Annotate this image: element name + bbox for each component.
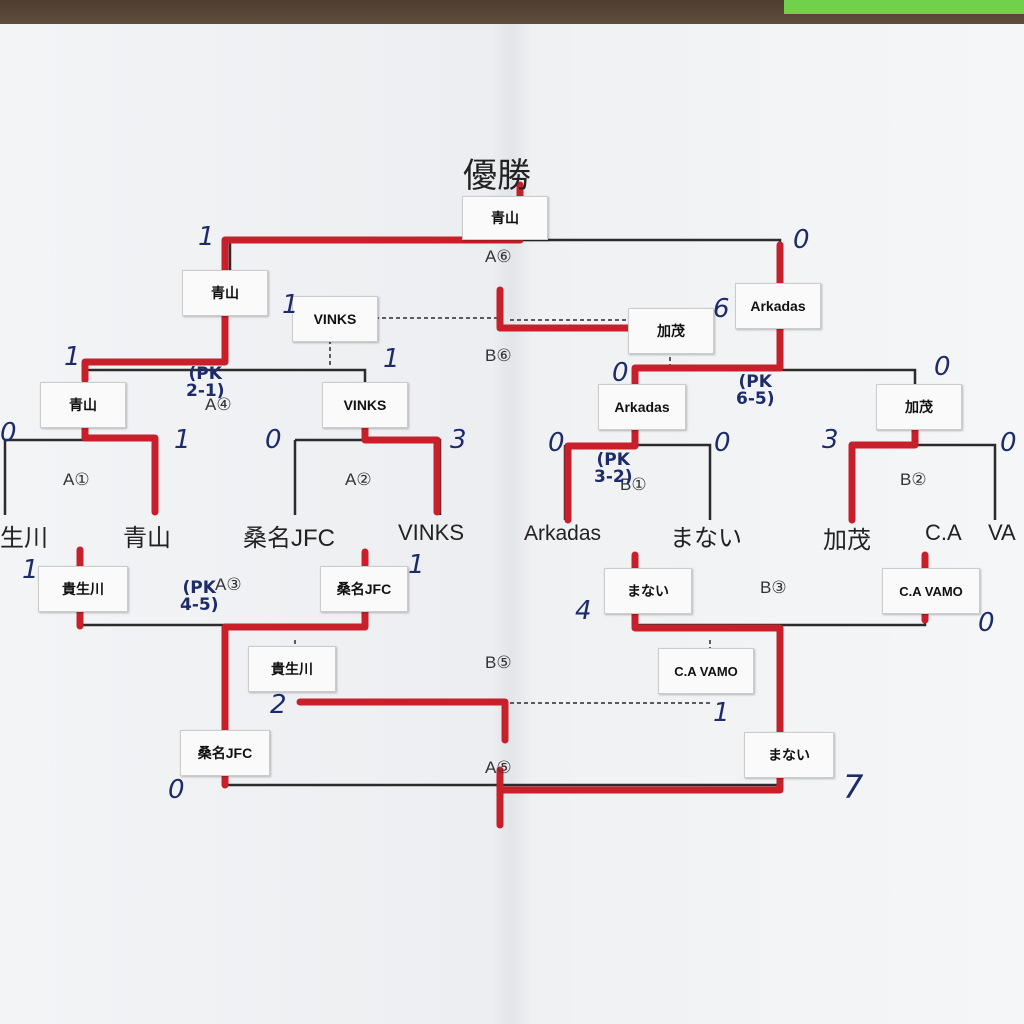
score: 1 bbox=[713, 698, 730, 728]
team-name: 桑名JFC bbox=[243, 525, 335, 552]
score: 1 bbox=[198, 222, 215, 252]
match-label-a1: A① bbox=[63, 470, 90, 489]
match-label-b5: B⑤ bbox=[485, 653, 512, 672]
match-label-a5: A⑤ bbox=[485, 758, 512, 777]
bracket-sheet bbox=[0, 24, 1024, 1024]
team-name: C.A bbox=[925, 520, 962, 545]
winner-card-b1: Arkadas bbox=[598, 384, 686, 430]
winner-card-final-left: 青山 bbox=[182, 270, 268, 316]
score: 3 bbox=[822, 425, 839, 455]
match-label-a2: A② bbox=[345, 470, 372, 489]
pk-note-b1: (PK 3-2) bbox=[594, 450, 633, 487]
winner-card-b5-left: 貴生川 bbox=[248, 646, 336, 692]
score: 6 bbox=[713, 294, 730, 324]
score: 2 bbox=[270, 690, 287, 720]
score: 0 bbox=[612, 358, 629, 388]
winner-card-third-left: VINKS bbox=[292, 296, 378, 342]
match-label-a6: A⑥ bbox=[485, 247, 512, 266]
score: 0 bbox=[265, 425, 282, 455]
score: 0 bbox=[934, 352, 951, 382]
score: 1 bbox=[383, 344, 400, 374]
winner-card-a5-right: まない bbox=[744, 732, 834, 778]
winner-card-b3-left: まない bbox=[604, 568, 692, 614]
score: 0 bbox=[1000, 428, 1017, 458]
winner-card-a4-right: VINKS bbox=[322, 382, 408, 428]
score: 1 bbox=[64, 342, 81, 372]
score: 3 bbox=[450, 425, 467, 455]
winner-card-b5-right: C.A VAMO bbox=[658, 648, 754, 694]
match-label-a3: A③ bbox=[215, 575, 242, 594]
score: 0 bbox=[168, 775, 185, 805]
team-name: まない bbox=[670, 525, 742, 552]
green-object bbox=[784, 0, 1024, 14]
score: 7 bbox=[843, 768, 864, 806]
champion-title: 優勝 bbox=[463, 156, 531, 196]
team-name: 加茂 bbox=[823, 527, 871, 554]
score: 0 bbox=[0, 418, 17, 448]
winner-card-a3-left: 貴生川 bbox=[38, 566, 128, 612]
winner-card-a4-left: 青山 bbox=[40, 382, 126, 428]
winner-card-b2: 加茂 bbox=[876, 384, 962, 430]
score: 1 bbox=[174, 425, 191, 455]
pk-note-a3: (PK 4-5) bbox=[180, 578, 219, 615]
team-name: VINKS bbox=[398, 520, 465, 545]
team-name: 生川 bbox=[0, 525, 48, 552]
team-name: Arkadas bbox=[524, 522, 602, 545]
score: 0 bbox=[548, 428, 565, 458]
pk-note-a4: (PK 2-1) bbox=[186, 364, 225, 401]
match-label-b1: B① bbox=[620, 475, 647, 494]
team-name: VA bbox=[988, 520, 1016, 545]
score: 4 bbox=[575, 596, 592, 626]
score: 1 bbox=[22, 555, 39, 585]
match-label-b3: B③ bbox=[760, 578, 787, 597]
winner-card-third-right: 加茂 bbox=[628, 308, 714, 354]
winner-card-final-right: Arkadas bbox=[735, 283, 821, 329]
score: 0 bbox=[978, 608, 995, 638]
winner-card-a5-left: 桑名JFC bbox=[180, 730, 270, 776]
winner-card-a3-right: 桑名JFC bbox=[320, 566, 408, 612]
score: 0 bbox=[714, 428, 731, 458]
champion-card: 青山 bbox=[462, 196, 548, 240]
team-name: 青山 bbox=[123, 525, 171, 552]
score: 1 bbox=[408, 550, 425, 580]
match-label-b2: B② bbox=[900, 470, 927, 489]
winner-card-b3-right: C.A VAMO bbox=[882, 568, 980, 614]
pk-note-b4: (PK 6-5) bbox=[736, 372, 775, 409]
score: 0 bbox=[793, 225, 810, 255]
match-label-b6: B⑥ bbox=[485, 346, 512, 365]
score: 1 bbox=[282, 290, 299, 320]
match-label-a4: A④ bbox=[205, 395, 232, 414]
